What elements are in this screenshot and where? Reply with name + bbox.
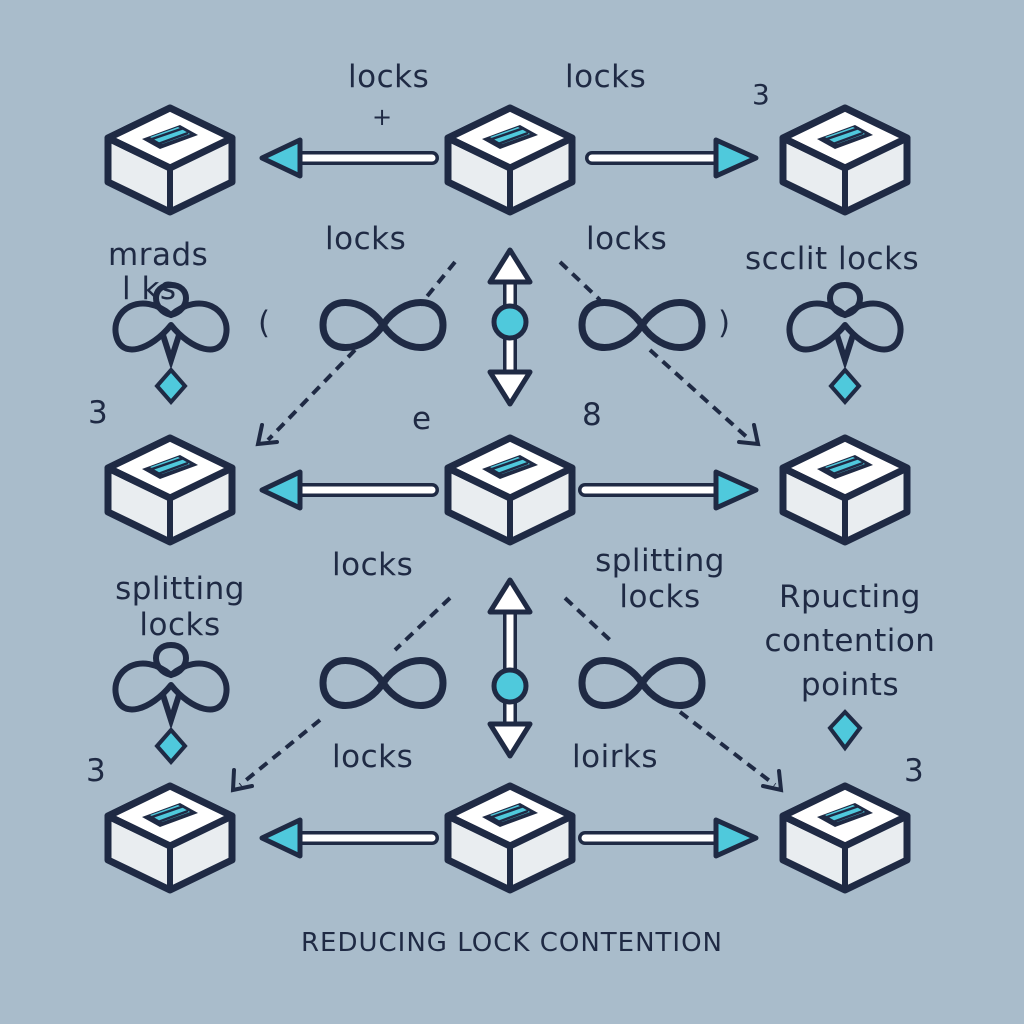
server-block-icon [108, 786, 232, 890]
arrowhead-icon [230, 768, 254, 793]
label-locks: locks [586, 221, 668, 257]
label-splitting: splitting [595, 543, 725, 579]
server-block-icon [108, 438, 232, 542]
label-number: 3 [752, 78, 771, 111]
loop-paren-right: ) [718, 305, 731, 341]
server-block-icon [783, 786, 907, 890]
loop-paren-left: ( [258, 305, 271, 341]
label-locks: loirks [572, 739, 659, 775]
label-contention: contention [764, 623, 936, 659]
dashed-connector [238, 260, 777, 787]
label-splitting: splitting [115, 571, 245, 607]
arrow-icon [259, 817, 439, 859]
label-number: 8 [582, 397, 603, 433]
label-number: e [412, 401, 432, 437]
label-splitting-locks: locks [139, 607, 221, 643]
label-number: 3 [88, 395, 109, 431]
arrow-icon [259, 469, 439, 511]
label-plus: + [372, 103, 393, 131]
label-split-locks: scclit locks [745, 241, 920, 277]
loop-icon [323, 303, 443, 348]
vertical-double-arrow-icon [487, 247, 533, 407]
knot-icon [789, 285, 900, 402]
label-number: 3 [86, 753, 107, 789]
server-block-icon [108, 108, 232, 212]
server-block-icon [448, 108, 572, 212]
arrowhead-icon [255, 423, 279, 447]
arrow-icon [259, 137, 439, 179]
label-locks: locks [348, 59, 430, 95]
label-splitting-locks: locks [619, 579, 701, 615]
label-locks: locks [332, 547, 414, 583]
server-block-icon [448, 786, 572, 890]
loop-icon [323, 661, 443, 706]
label-reducing: Rpucting [778, 579, 921, 615]
loop-icon [582, 303, 702, 348]
server-block-icon [783, 438, 907, 542]
server-block-icon [783, 108, 907, 212]
diamond-icon [827, 709, 863, 752]
arrow-icon [578, 469, 759, 511]
label-points: points [800, 667, 900, 703]
label-locks: locks [325, 221, 407, 257]
label-threads-sub: l ks [122, 271, 177, 307]
arrow-icon [585, 137, 759, 179]
vertical-double-arrow-icon [487, 577, 533, 759]
server-block-icon [448, 438, 572, 542]
knot-icon [115, 645, 226, 762]
label-locks: locks [565, 59, 647, 95]
arrowhead-icon [737, 423, 761, 447]
label-threads: mrads [108, 237, 209, 273]
loop-icon [582, 661, 702, 706]
arrow-icon [578, 817, 759, 859]
diagram-caption: REDUCING LOCK CONTENTION [300, 928, 723, 958]
label-locks: locks [332, 739, 414, 775]
label-number: 3 [904, 753, 925, 789]
arrowhead-icon [761, 769, 784, 793]
